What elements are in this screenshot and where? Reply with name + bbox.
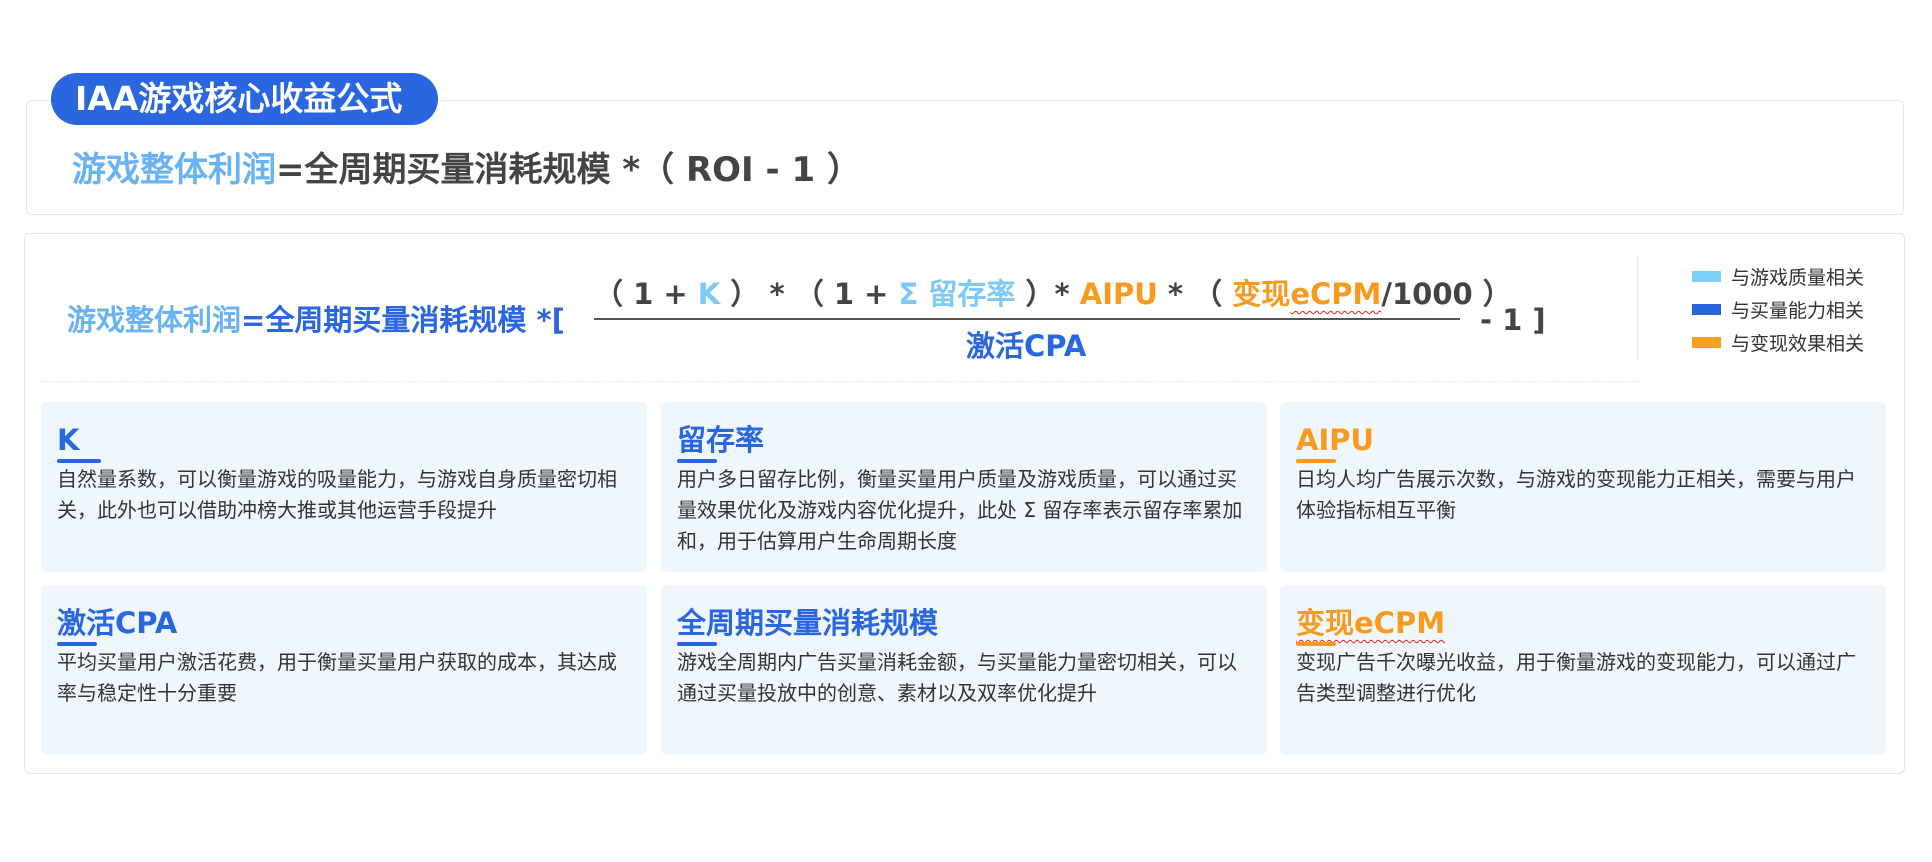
term-title: 留存率 <box>677 420 765 463</box>
term-description: 变现广告千次曝光收益，用于衡量游戏的变现能力，可以通过广告类型调整进行优化 <box>1296 650 1856 705</box>
numerator-ecpm: eCPM <box>1290 277 1382 311</box>
legend-label: 与买量能力相关 <box>1731 300 1865 322</box>
numerator-aipu: AIPU <box>1079 277 1158 311</box>
term-description: 日均人均广告展示次数，与游戏的变现能力正相关，需要与用户体验指标相互平衡 <box>1296 467 1856 522</box>
legend-swatch <box>1692 337 1721 348</box>
numerator-part: ）* <box>1015 277 1080 311</box>
term-underline <box>1296 459 1336 463</box>
fraction-denominator: 激活CPA <box>966 329 1087 363</box>
full-formula-left: 游戏整体利润=全周期买量消耗规模 *[ <box>67 298 565 342</box>
formula-divider <box>40 381 1640 382</box>
term-card-ecpm: 变现eCPM 变现广告千次曝光收益，用于衡量游戏的变现能力，可以通过广告类型调整… <box>1280 585 1886 755</box>
legend-item-quality: 与游戏质量相关 <box>1692 260 1864 293</box>
term-underline <box>1296 642 1336 646</box>
term-underline <box>57 642 97 646</box>
numerator-part: /1000 ） <box>1381 277 1512 311</box>
term-description: 自然量系数，可以衡量游戏的吸量能力，与游戏自身质量密切相关，此外也可以借助冲榜大… <box>57 467 617 522</box>
formula-roi-part: *（ ROI - 1 ） <box>610 150 861 190</box>
term-card-cpa: 激活CPA 平均买量用户激活花费，用于衡量买量用户获取的成本，其达成率与稳定性十… <box>41 585 647 755</box>
term-card-retention: 留存率 用户多日留存比例，衡量买量用户质量及游戏质量，可以通过买量效果优化及游戏… <box>661 402 1267 572</box>
numerator-part: （ 1 + <box>594 277 698 311</box>
term-card-spend: 全周期买量消耗规模 游戏全周期内广告买量消耗金额，与买量能力量密切相关，可以通过… <box>661 585 1267 755</box>
term-title: 变现eCPM <box>1296 603 1446 646</box>
term-title-text: 留存率 <box>677 423 765 457</box>
full-formula-equals: = <box>241 303 266 337</box>
legend-label: 与游戏质量相关 <box>1731 267 1865 289</box>
formula-spend-term: 全周期买量消耗规模 <box>304 150 611 190</box>
full-formula-spend: 全周期买量消耗规模 <box>265 303 527 337</box>
term-title: K <box>57 420 101 463</box>
term-underline <box>677 642 717 646</box>
term-description: 平均买量用户激活花费，用于衡量买量用户获取的成本，其达成率与稳定性十分重要 <box>57 650 617 705</box>
full-formula-open-bracket: *[ <box>526 303 565 337</box>
numerator-ecpm-cn: 变现 <box>1232 277 1291 311</box>
legend-item-acquisition: 与买量能力相关 <box>1692 293 1864 326</box>
term-title-text: 激活CPA <box>57 606 178 640</box>
term-title-text: K <box>57 423 80 457</box>
legend-divider <box>1637 256 1638 360</box>
full-formula-lhs: 游戏整体利润 <box>67 303 242 337</box>
term-description: 游戏全周期内广告买量消耗金额，与买量能力量密切相关，可以通过买量投放中的创意、素… <box>677 650 1237 705</box>
numerator-retention-sum: Σ 留存率 <box>898 277 1016 311</box>
legend-item-monetization: 与变现效果相关 <box>1692 326 1864 359</box>
term-title: 全周期买量消耗规模 <box>677 603 939 646</box>
legend-label: 与变现效果相关 <box>1731 333 1865 355</box>
term-title-text: 变现eCPM <box>1296 606 1446 640</box>
numerator-part: * （ <box>1157 277 1233 311</box>
numerator-part: ） * （ 1 + <box>720 277 899 311</box>
term-underline <box>57 459 101 463</box>
term-card-k: K 自然量系数，可以衡量游戏的吸量能力，与游戏自身质量密切相关，此外也可以借助冲… <box>41 402 647 572</box>
legend-swatch <box>1692 304 1721 315</box>
fraction-line <box>594 318 1460 320</box>
fraction-numerator: （ 1 + K ） * （ 1 + Σ 留存率 ）* AIPU * （ 变现eC… <box>594 272 1512 316</box>
legend: 与游戏质量相关 与买量能力相关 与变现效果相关 <box>1692 260 1864 359</box>
term-title-text: 全周期买量消耗规模 <box>677 606 939 640</box>
full-formula-close: - 1 ] <box>1480 303 1546 337</box>
formula-lhs: 游戏整体利润 <box>72 150 276 190</box>
formula-equals: = <box>276 150 305 190</box>
simple-formula: 游戏整体利润=全周期买量消耗规模 *（ ROI - 1 ） <box>72 146 861 194</box>
term-description: 用户多日留存比例，衡量买量用户质量及游戏质量，可以通过买量效果优化及游戏内容优化… <box>677 467 1243 553</box>
term-title: 激活CPA <box>57 603 178 646</box>
term-title-text: AIPU <box>1296 423 1375 457</box>
section-title-badge: IAA游戏核心收益公式 <box>51 73 439 125</box>
legend-swatch <box>1692 271 1721 282</box>
term-card-aipu: AIPU 日均人均广告展示次数，与游戏的变现能力正相关，需要与用户体验指标相互平… <box>1280 402 1886 572</box>
numerator-k: K <box>697 277 721 311</box>
term-title: AIPU <box>1296 420 1375 463</box>
term-underline <box>677 459 717 463</box>
